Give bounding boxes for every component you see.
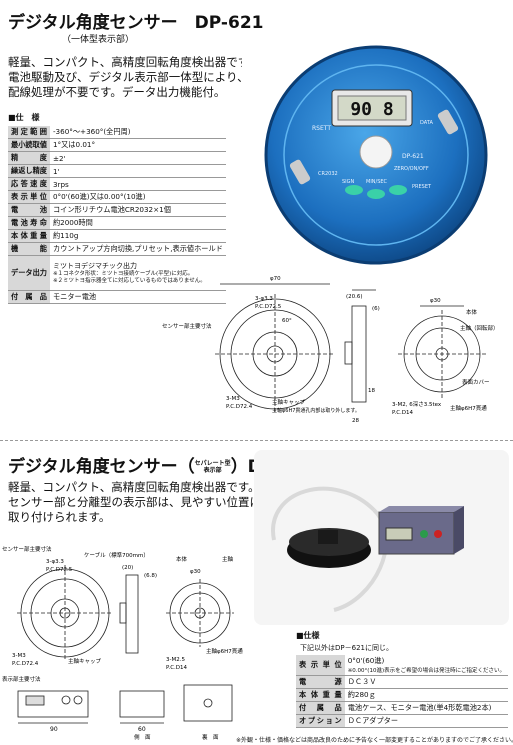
- table-row: 測定範囲-360°～+360°(全円周): [8, 126, 226, 139]
- table-row: 精 度±2': [8, 151, 226, 165]
- table-row: 本体重量約280ｇ: [296, 688, 508, 702]
- svg-text:φ30: φ30: [430, 298, 441, 304]
- svg-text:表示部主要寸法: 表示部主要寸法: [2, 675, 41, 683]
- svg-text:3-M2.5: 3-M2.5: [166, 657, 185, 663]
- data-out-note: ※２ミツトヨ指示器全てに対応しているものではありません。: [52, 278, 206, 284]
- dp641-photo: [254, 450, 509, 625]
- svg-text:60: 60: [138, 726, 146, 733]
- svg-text:主軸φ6H7貫通孔内部は取り外します。: 主軸φ6H7貫通孔内部は取り外します。: [272, 407, 360, 414]
- svg-text:主軸: 主軸: [222, 555, 234, 563]
- brand-label: RSETT: [312, 125, 331, 132]
- svg-text:側 面: 側 面: [134, 733, 151, 740]
- intro-line: 軽量、コンパクト、高精度回転角度検出器です。: [8, 480, 260, 494]
- svg-text:(20): (20): [122, 565, 133, 571]
- section-divider: [0, 440, 513, 441]
- table-row: 表示単位 0°0'(60進)※0.00°(10進)表示をご希望の場合は発注時にご…: [296, 655, 508, 676]
- table-row: 本体重量約110g: [8, 229, 226, 243]
- table-row: 電池寿命約2000時間: [8, 216, 226, 230]
- svg-text:3-φ3.3: 3-φ3.3: [46, 559, 64, 565]
- dp621-title: デジタル角度センサー DP-621: [8, 13, 264, 33]
- dimension-drawing: φ70 センサー部主要寸法 3-φ3.3 P.C.D72.5 60° 3-M3 …: [162, 276, 499, 424]
- svg-text:主軸φ6H7貫通: 主軸φ6H7貫通: [450, 404, 487, 412]
- intro-line: 電池駆動及び、デジタル表示部一体型により、: [8, 70, 249, 84]
- svg-text:(6): (6): [372, 306, 380, 312]
- svg-text:(6.8): (6.8): [144, 573, 157, 579]
- svg-text:φ70: φ70: [270, 276, 281, 282]
- svg-text:主軸φ6H7貫通: 主軸φ6H7貫通: [206, 647, 243, 655]
- svg-text:18: 18: [368, 388, 375, 394]
- svg-text:P.C.D72.4: P.C.D72.4: [12, 661, 39, 667]
- dp641-spec-note: 下記以外はDP－621に同じ。: [300, 644, 393, 652]
- battery-label: CR2032: [318, 171, 338, 177]
- dp621-intro: 軽量、コンパクト、高精度回転角度検出器です。 電池駆動及び、デジタル表示部一体型…: [8, 55, 260, 100]
- dp621-subtitle: （一体型表示部）: [62, 35, 135, 45]
- svg-text:3-φ3.3: 3-φ3.3: [255, 296, 273, 302]
- data-label: DATA: [420, 120, 433, 126]
- svg-text:P.C.D72.5: P.C.D72.5: [255, 304, 282, 310]
- svg-text:3-M3: 3-M3: [226, 396, 240, 402]
- dp621-device-image: 90 8 RSETT DATA ZERO/ON/OFF PRESET SIGN …: [264, 45, 488, 265]
- dp641-drawing: センサー部主要寸法 3-φ3.3 P.C.D72.5 ケーブル（標準700mm）…: [0, 545, 256, 741]
- dp641-device-image: [271, 486, 464, 612]
- table-row: 付属品モニター電池: [8, 290, 226, 304]
- dp641-intro: 軽量、コンパクト、高精度回転角度検出器です。 センサー部と分離型の表示部は、見や…: [8, 480, 261, 525]
- svg-text:センサー部主要寸法: センサー部主要寸法: [2, 545, 52, 553]
- zero-label: ZERO/ON/OFF: [394, 166, 429, 172]
- footnote: ※外観・仕様・価格などは商品改良のために予告なく一部変更することがありますのでご…: [236, 737, 513, 744]
- svg-text:本体: 本体: [466, 308, 478, 316]
- table-row: 付属品電池ケース、モニター電池(単4形乾電池2本): [296, 701, 508, 715]
- table-row: 電 池コイン形リチウム電池CR2032×1個: [8, 203, 226, 217]
- svg-text:本体: 本体: [176, 555, 188, 563]
- table-row: データ出力 ミツトヨデジマチック出力 ※１コネクタ形状：ミツトヨ接続ケーブル(平…: [8, 255, 226, 291]
- minsec-label: MIN/SEC: [366, 179, 388, 185]
- model-label: DP-621: [402, 153, 424, 160]
- svg-text:表面カバー: 表面カバー: [462, 378, 490, 386]
- svg-text:3-M2, 6深さ3.5tex: 3-M2, 6深さ3.5tex: [392, 400, 442, 408]
- svg-text:主軸キャップ: 主軸キャップ: [272, 398, 306, 406]
- dimension-drawing: センサー部主要寸法 3-φ3.3 P.C.D72.5 ケーブル（標準700mm）…: [2, 545, 243, 741]
- lcd-readout: 90 8: [350, 99, 393, 120]
- svg-text:3-M3: 3-M3: [12, 653, 26, 659]
- intro-line: センサー部と分離型の表示部は、見やすい位置に: [8, 495, 261, 509]
- svg-text:28: 28: [352, 418, 359, 424]
- svg-text:P.C.D14: P.C.D14: [392, 410, 414, 416]
- intro-line: 軽量、コンパクト、高精度回転角度検出器です。: [8, 55, 260, 69]
- dp621-spec-heading: ■仕 様: [8, 113, 40, 122]
- svg-text:センサー部主要寸法: センサー部主要寸法: [162, 322, 212, 330]
- table-row: 機 能カウントアップ方向切換,プリセット,表示値ホールド: [8, 242, 226, 256]
- svg-text:P.C.D14: P.C.D14: [166, 665, 188, 671]
- svg-text:φ30: φ30: [190, 569, 201, 575]
- data-out-note: ※１コネクタ形状：ミツトヨ接続ケーブル(平型)に対応。: [52, 271, 194, 277]
- dp621-drawing: φ70 センサー部主要寸法 3-φ3.3 P.C.D72.5 60° 3-M3 …: [160, 266, 510, 434]
- svg-text:60°: 60°: [282, 318, 292, 324]
- preset-label: PRESET: [412, 184, 432, 190]
- svg-text:裏 面: 裏 面: [202, 733, 219, 740]
- dp641-spec-heading: ■仕様: [296, 631, 320, 640]
- data-out-line: ミツトヨデジマチック出力: [52, 262, 137, 270]
- svg-text:ケーブル（標準700mm）: ケーブル（標準700mm）: [84, 551, 149, 559]
- svg-text:主軸（回転部）: 主軸（回転部）: [460, 324, 499, 332]
- svg-text:P.C.D72.5: P.C.D72.5: [46, 567, 73, 573]
- intro-line: 配線処理が不要です。データ出力機能付。: [8, 85, 226, 99]
- svg-text:主軸キャップ: 主軸キャップ: [68, 657, 102, 665]
- svg-text:(20.6): (20.6): [346, 294, 363, 300]
- sign-label: SIGN: [342, 179, 355, 185]
- dp621-photo: 90 8 RSETT DATA ZERO/ON/OFF PRESET SIGN …: [242, 40, 508, 266]
- svg-text:90: 90: [50, 726, 58, 733]
- svg-text:P.C.D72.4: P.C.D72.4: [226, 404, 253, 410]
- dp641-spec-table: 表示単位 0°0'(60進)※0.00°(10進)表示をご希望の場合は発注時にご…: [296, 655, 508, 728]
- intro-line: 取り付けられます。: [8, 510, 111, 524]
